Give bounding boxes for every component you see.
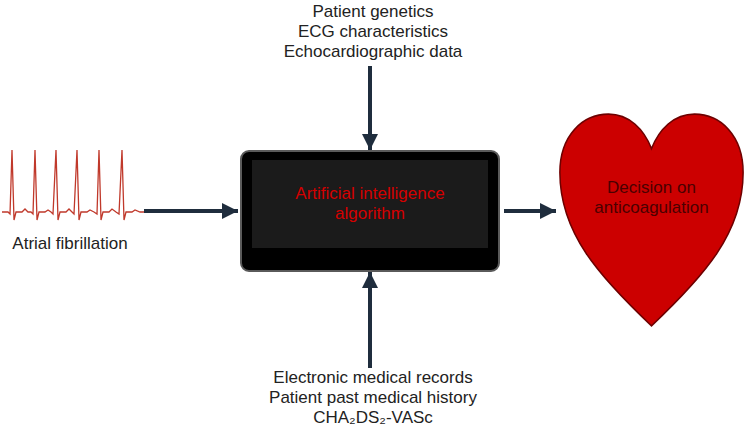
node-text: Decision on anticoagulation	[592, 178, 712, 218]
heart-outline	[560, 114, 743, 326]
heart-label: Decision on anticoagulation	[592, 178, 712, 218]
node-text: Artificial intelligence algorithm	[285, 184, 455, 224]
ecg-node: Atrial fibrillation	[0, 140, 140, 254]
flow-arrow	[368, 272, 372, 368]
input-list: Electronic medical recordsPatient past m…	[236, 368, 510, 430]
node-text: Patient past medical history	[269, 388, 477, 408]
node-text: CHA₂DS₂-VASc	[313, 408, 433, 428]
heart-shape	[558, 112, 745, 328]
ecg-waveform	[2, 150, 148, 220]
input-list: Patient geneticsECG characteristicsEchoc…	[250, 2, 496, 66]
node-text: Echocardiographic data	[284, 42, 463, 62]
ai-tablet: Artificial intelligence algorithm	[240, 150, 500, 272]
tablet-screen: Artificial intelligence algorithm	[252, 160, 488, 248]
node-text: ECG characteristics	[298, 22, 448, 42]
node-text: Atrial fibrillation	[12, 234, 127, 254]
flow-arrow	[504, 209, 556, 213]
decision-heart: Decision on anticoagulation	[558, 112, 745, 328]
flow-arrow	[368, 66, 372, 150]
node-text: Patient genetics	[313, 2, 434, 22]
node-text: Electronic medical records	[273, 368, 472, 388]
flow-arrow	[144, 209, 238, 213]
